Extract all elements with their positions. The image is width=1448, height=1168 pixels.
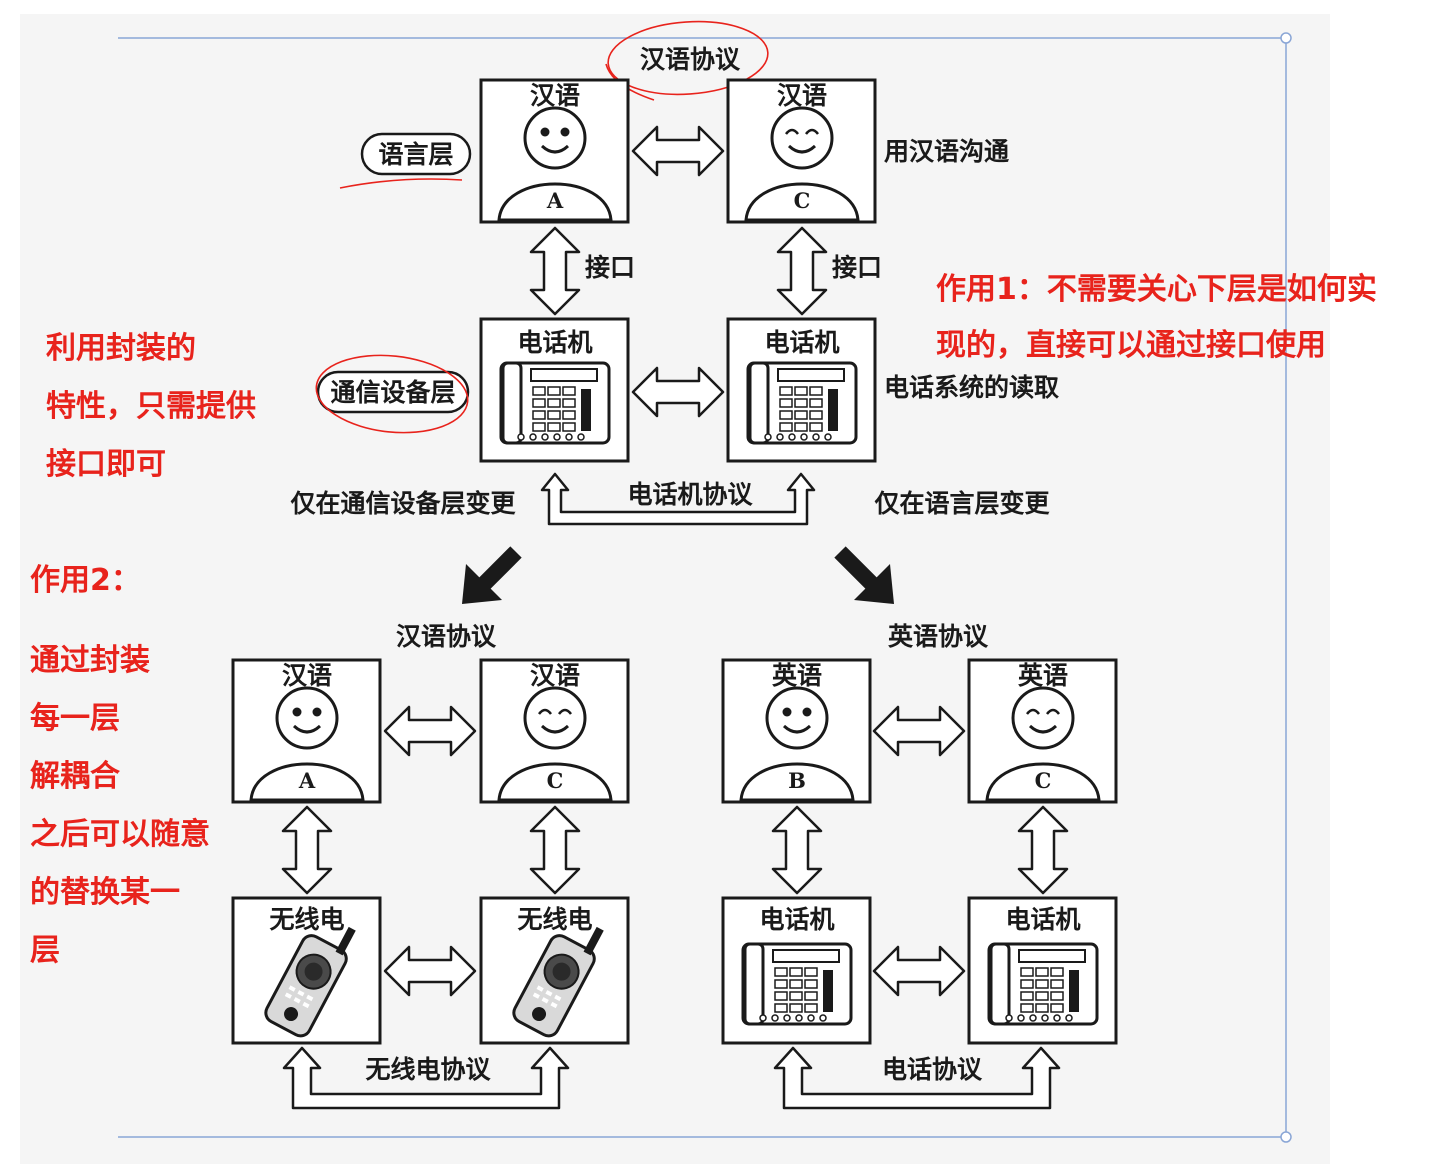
annotation-effect2-line: 之后可以随意	[30, 817, 210, 852]
phone-protocol-u-arrow	[540, 472, 816, 526]
br-protocol-u-arrow	[773, 1046, 1061, 1110]
top-left-person-letter: A	[546, 188, 564, 213]
bl-protocol-label: 汉语协议	[396, 622, 497, 651]
annotation-effect2-line: 解耦合	[30, 759, 120, 794]
language-layer-underline	[339, 178, 463, 189]
top-right-interface-label: 接口	[832, 253, 882, 282]
br-protocol-label: 英语协议	[888, 622, 989, 651]
content-panel	[20, 14, 1330, 1164]
bl-right-person-letter: C	[547, 768, 564, 793]
frame-handle-br	[1280, 1131, 1292, 1143]
top-left-interface-label: 接口	[585, 253, 635, 282]
annotation-effect2: 通过封装 每一层 解耦合 之后可以随意 的替换某一 层	[30, 632, 210, 980]
br-left-person-title: 英语	[772, 661, 822, 690]
br-left-person-letter: B	[788, 768, 806, 793]
phone-protocol-label: 电话机协议	[627, 480, 753, 509]
language-layer-label: 语言层	[378, 140, 453, 169]
bl-left-person-letter: A	[298, 768, 316, 793]
br-right-phone-icon	[987, 942, 1099, 1026]
change-comm-only: 仅在通信设备层变更	[290, 489, 516, 518]
br-right-person-letter: C	[1035, 768, 1052, 793]
annotation-encapsulation-line: 特性，只需提供	[46, 389, 256, 424]
br-right-device-title: 电话机	[1005, 905, 1080, 934]
annotation-effect1-line: 作用1：不需要关心下层是如何实	[936, 272, 1377, 307]
language-layer-pill	[360, 132, 472, 176]
comm-layer-pill	[316, 370, 470, 414]
comm-desc: 电话系统的读取	[884, 373, 1059, 402]
annotation-effect2-line: 通过封装	[30, 643, 150, 678]
bl-right-device-title: 无线电	[517, 905, 592, 934]
annotation-effect2-title: 作用2：	[30, 563, 141, 598]
language-desc: 用汉语沟通	[884, 137, 1009, 166]
change-language-only: 仅在语言层变更	[874, 489, 1050, 518]
bl-protocol-u-arrow	[282, 1046, 570, 1110]
annotation-effect2-line: 每一层	[30, 701, 120, 736]
top-right-phone-icon	[746, 361, 858, 445]
br-right-person-title: 英语	[1018, 661, 1068, 690]
br-protocol-u-label: 电话协议	[882, 1055, 983, 1084]
top-left-person-title: 汉语	[530, 81, 580, 110]
annotation-effect1: 作用1：不需要关心下层是如何实 现的，直接可以通过接口使用	[936, 262, 1377, 374]
bl-protocol-u-label: 无线电协议	[365, 1055, 491, 1084]
top-right-phone-title: 电话机	[764, 328, 839, 357]
comm-layer-circle-annotation	[315, 354, 469, 434]
big-arrow-down-left	[462, 546, 522, 604]
top-right-person-title: 汉语	[777, 81, 827, 110]
bl-left-device-title: 无线电	[269, 905, 344, 934]
annotation-encapsulation-line: 利用封装的	[46, 331, 196, 366]
br-left-phone-icon	[741, 942, 853, 1026]
frame-handle-tr	[1280, 32, 1292, 44]
protocol-circle-annotation	[607, 20, 769, 96]
top-left-phone-icon	[499, 361, 611, 445]
comm-layer-label: 通信设备层	[330, 378, 455, 407]
big-arrow-down-right	[834, 546, 894, 604]
top-right-person-letter: C	[794, 188, 811, 213]
top-protocol-label: 汉语协议	[640, 45, 741, 74]
br-left-device-title: 电话机	[759, 905, 834, 934]
bl-left-person-title: 汉语	[282, 661, 332, 690]
annotation-effect2-line: 层	[30, 933, 60, 968]
annotation-effect1-line: 现的，直接可以通过接口使用	[936, 328, 1326, 363]
annotation-encapsulation: 利用封装的 特性，只需提供 接口即可	[46, 320, 256, 494]
bl-right-person-title: 汉语	[530, 661, 580, 690]
annotation-encapsulation-line: 接口即可	[46, 447, 166, 482]
top-left-phone-title: 电话机	[517, 328, 592, 357]
annotation-effect2-line: 的替换某一	[30, 875, 180, 910]
